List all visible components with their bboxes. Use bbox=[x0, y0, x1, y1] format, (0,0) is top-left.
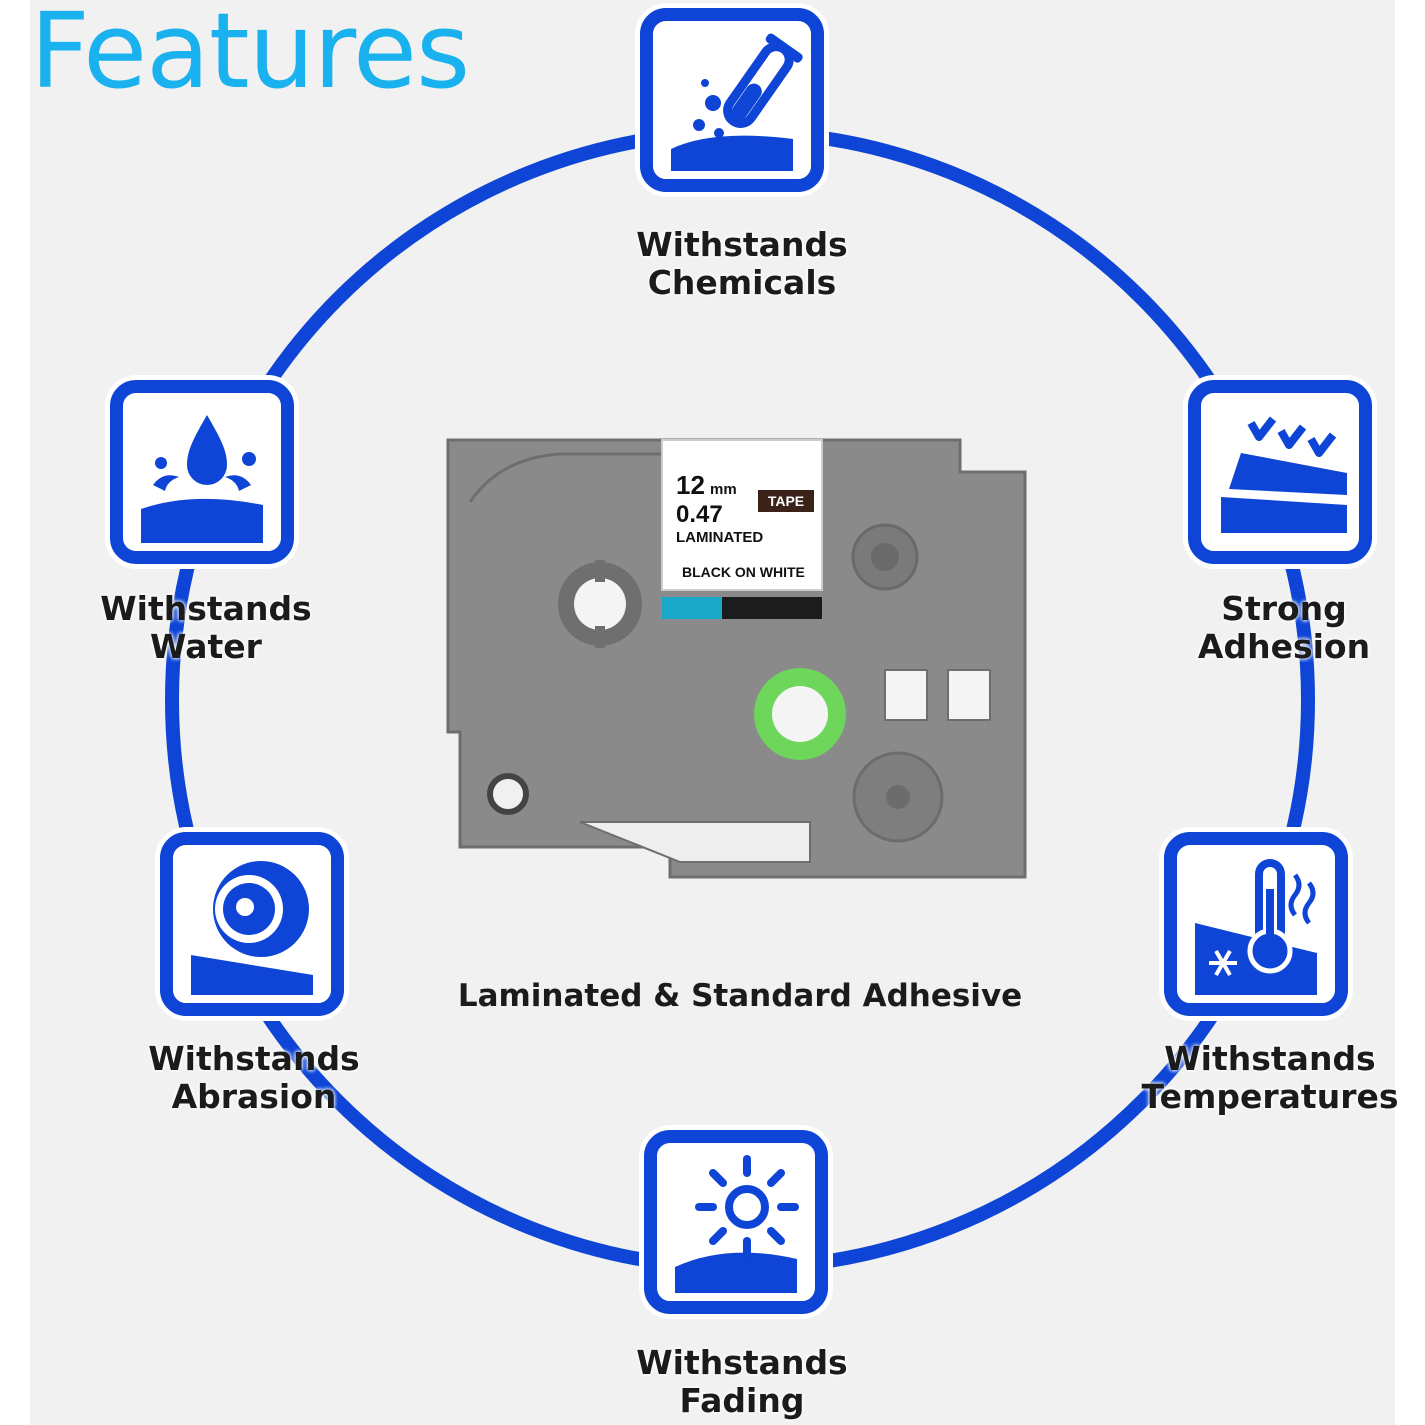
tape-strip bbox=[662, 597, 722, 619]
feature-label-fading: Withstands Fading bbox=[636, 1343, 848, 1420]
feature-label-water: Withstands Water bbox=[100, 589, 312, 666]
water-drop-icon bbox=[141, 415, 263, 543]
tape-color-scheme: BLACK ON WHITE bbox=[682, 564, 805, 580]
sun-icon bbox=[675, 1155, 799, 1293]
tape-badge-text: TAPE bbox=[768, 493, 804, 509]
subtitle: Laminated & Standard Adhesive bbox=[457, 978, 1023, 1014]
temperatures-icon-box bbox=[1164, 832, 1348, 1016]
test-tube-icon bbox=[671, 33, 803, 171]
tape-type: LAMINATED bbox=[676, 529, 763, 546]
tape-badge bbox=[758, 490, 814, 512]
feature-label-adhesion: Strong Adhesion bbox=[1197, 589, 1371, 666]
feature-label-abrasion: Withstands Abrasion bbox=[148, 1039, 360, 1116]
feature-label-chemicals: Withstands Chemicals bbox=[636, 225, 848, 302]
abrasion-icon-box bbox=[160, 832, 344, 1016]
tape-size-mm: 12 bbox=[676, 470, 705, 500]
abrasion-roll-icon bbox=[191, 861, 313, 995]
feature-label-temperatures: Withstands Temperatures bbox=[1141, 1039, 1399, 1116]
adhesion-icon bbox=[1221, 416, 1347, 533]
thermometer-icon bbox=[1195, 859, 1317, 995]
chemicals-icon-box bbox=[640, 8, 824, 192]
tape-size-unit: mm bbox=[710, 481, 737, 498]
page-title: Features bbox=[30, 0, 470, 112]
water-icon-box bbox=[110, 380, 294, 564]
adhesion-icon-box bbox=[1188, 380, 1372, 564]
tape-size-in: 0.47 bbox=[676, 501, 723, 528]
fading-icon-box bbox=[644, 1130, 828, 1314]
tape-label bbox=[661, 439, 823, 591]
tape-cartridge: 12 mm TAPE 0.47 LAMINATED BLACK ON WHITE bbox=[446, 438, 1027, 879]
